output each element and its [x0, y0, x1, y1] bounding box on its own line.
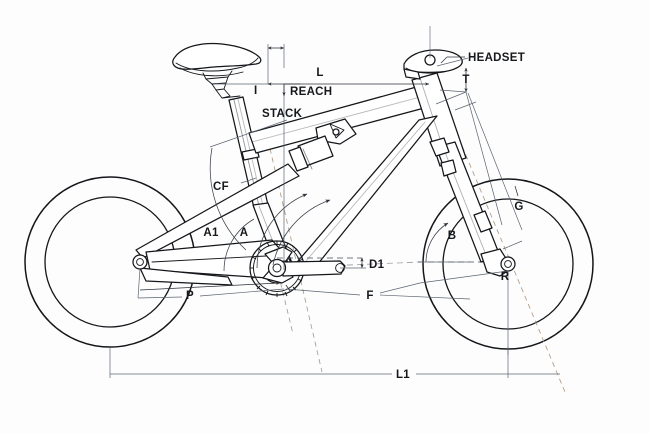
label-f: F	[366, 290, 373, 302]
p-dimension	[137, 267, 285, 299]
label-r: R	[501, 271, 510, 283]
r-dimension	[379, 270, 509, 355]
dimension-labels: HEADSET L REACH I STACK T G B R CF A A1 …	[186, 52, 525, 381]
label-b: B	[448, 230, 457, 242]
headset-leader	[440, 56, 465, 64]
label-d1: D1	[369, 259, 385, 271]
setback-dimension	[267, 44, 285, 84]
b-angle-dimension	[418, 222, 470, 263]
a1-angle-dimension	[223, 199, 331, 272]
t-dimension	[435, 57, 503, 226]
crankset	[249, 240, 346, 297]
seat-clamp	[241, 148, 260, 161]
saddle	[172, 42, 262, 99]
front-hub	[500, 256, 516, 272]
label-l: L	[316, 67, 323, 79]
cf-dimension	[209, 119, 288, 251]
label-a: A	[240, 227, 249, 239]
rear-hub	[132, 254, 148, 270]
label-g: G	[514, 201, 523, 213]
label-stack: STACK	[262, 108, 303, 120]
f-dimension	[285, 284, 471, 300]
label-l1: L1	[396, 369, 410, 381]
label-i: I	[254, 85, 258, 97]
g-dimension	[454, 92, 523, 250]
lower-link	[139, 267, 233, 286]
label-headset: HEADSET	[468, 52, 525, 64]
stem-and-headset	[403, 49, 463, 80]
label-a1: A1	[203, 227, 219, 239]
label-p: P	[186, 290, 194, 302]
label-cf: CF	[213, 181, 229, 193]
label-t: T	[462, 74, 469, 86]
d1-dimension	[277, 257, 366, 269]
label-reach: REACH	[290, 86, 332, 98]
l1-dimension	[109, 347, 560, 378]
rear-shock	[288, 135, 334, 172]
a-angle-dimension	[256, 193, 308, 269]
